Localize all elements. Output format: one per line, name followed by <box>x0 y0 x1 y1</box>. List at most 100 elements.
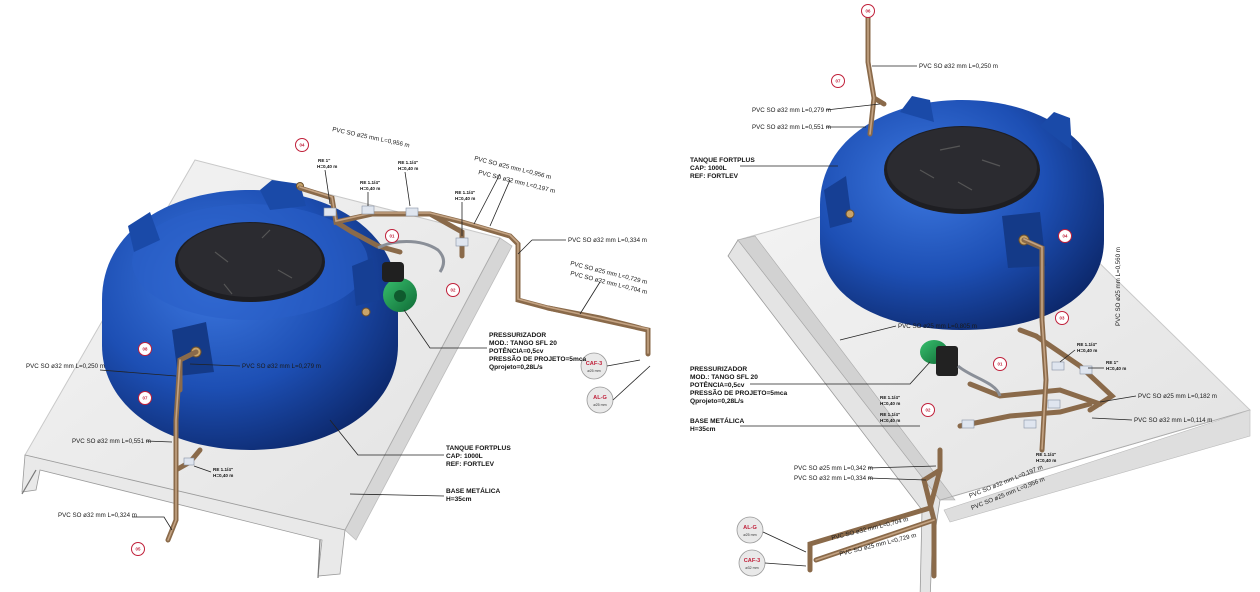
callout-caf3-right: CAF-3 ø32 mm <box>738 549 807 577</box>
svg-text:CAP: 1000L: CAP: 1000L <box>446 453 483 460</box>
svg-text:ø32 mm: ø32 mm <box>745 566 758 570</box>
svg-text:H=0,40 m: H=0,40 m <box>880 418 900 423</box>
svg-text:RE 1.1/4": RE 1.1/4" <box>398 160 418 165</box>
svg-text:H=35cm: H=35cm <box>446 496 472 503</box>
svg-text:RE 1.1/4": RE 1.1/4" <box>360 180 380 185</box>
svg-text:H=0,40 m: H=0,40 m <box>1106 366 1126 371</box>
svg-text:REF: FORTLEV: REF: FORTLEV <box>446 461 495 468</box>
marker-08: 08 <box>138 342 152 356</box>
marker-03: 03 <box>1055 311 1069 325</box>
svg-text:PVC SO ø32 mm L=0,324 m: PVC SO ø32 mm L=0,324 m <box>58 512 137 519</box>
svg-text:RE 1.1/4": RE 1.1/4" <box>1077 342 1097 347</box>
svg-text:PVC SO ø32 mm L=0,250 m: PVC SO ø32 mm L=0,250 m <box>26 363 105 370</box>
marker-05: 05 <box>131 542 145 556</box>
svg-text:H=0,40 m: H=0,40 m <box>1036 458 1056 463</box>
svg-text:PVC SO ø32 mm L=0,250 m: PVC SO ø32 mm L=0,250 m <box>919 63 998 70</box>
svg-text:04: 04 <box>1063 234 1068 239</box>
svg-text:PVC SO ø25 mm L=0,956 m: PVC SO ø25 mm L=0,956 m <box>332 126 411 149</box>
svg-text:PVC SO ø32 mm L=0,114 m: PVC SO ø32 mm L=0,114 m <box>1134 417 1212 424</box>
callout-caf3-left: CAF-3 ø25 mm <box>580 352 641 380</box>
svg-text:RE 1.1/4": RE 1.1/4" <box>455 190 475 195</box>
svg-text:RE 1.1/4": RE 1.1/4" <box>1036 452 1056 457</box>
svg-text:01: 01 <box>390 234 395 239</box>
svg-text:RE 1.1/4": RE 1.1/4" <box>213 467 233 472</box>
svg-text:H=0,40 m: H=0,40 m <box>213 473 233 478</box>
svg-text:H=0,40 m: H=0,40 m <box>880 401 900 406</box>
marker-04: 04 <box>295 138 309 152</box>
svg-text:PRESSÃO DE PROJETO=5mca: PRESSÃO DE PROJETO=5mca <box>489 354 587 363</box>
svg-text:01: 01 <box>998 362 1003 367</box>
svg-text:PVC SO ø25 mm L=0,560 m: PVC SO ø25 mm L=0,560 m <box>1115 247 1122 326</box>
svg-text:AL-G: AL-G <box>743 525 757 531</box>
svg-text:PVC SO ø25 mm L=0,182 m: PVC SO ø25 mm L=0,182 m <box>1138 393 1217 400</box>
svg-text:RE 1": RE 1" <box>318 158 330 163</box>
svg-text:07: 07 <box>836 79 841 84</box>
callout-alg-left: AL-G ø25 mm <box>586 365 651 414</box>
svg-text:ø25 mm: ø25 mm <box>743 533 756 537</box>
svg-text:02: 02 <box>451 288 456 293</box>
svg-text:04: 04 <box>300 143 305 148</box>
svg-text:08: 08 <box>143 347 148 352</box>
left-view: 04 01 02 08 07 05 CAF-3 ø25 mm AL-G ø25 … <box>21 126 651 579</box>
svg-text:REF: FORTLEV: REF: FORTLEV <box>690 173 739 180</box>
svg-text:H=0,40 m: H=0,40 m <box>317 164 337 169</box>
svg-text:05: 05 <box>136 547 141 552</box>
svg-text:RE 1.1/4": RE 1.1/4" <box>880 395 900 400</box>
right-piping <box>807 13 1117 579</box>
svg-text:Qprojeto=0,28L/s: Qprojeto=0,28L/s <box>690 398 744 405</box>
svg-text:06: 06 <box>866 9 871 14</box>
svg-text:PRESSURIZADOR: PRESSURIZADOR <box>489 332 546 339</box>
svg-text:CAP: 1000L: CAP: 1000L <box>690 165 727 172</box>
pressurizer-pump <box>382 262 417 312</box>
marker-02: 02 <box>446 283 460 297</box>
svg-text:ø25 mm: ø25 mm <box>593 403 606 407</box>
svg-text:H=0,40 m: H=0,40 m <box>360 186 380 191</box>
marker-06: 06 <box>861 4 875 18</box>
svg-text:02: 02 <box>926 408 931 413</box>
svg-text:PRESSURIZADOR: PRESSURIZADOR <box>690 366 747 373</box>
svg-text:PVC SO ø25 mm L=0,342 m: PVC SO ø25 mm L=0,342 m <box>794 465 873 472</box>
svg-text:03: 03 <box>1060 316 1065 321</box>
svg-text:BASE METÁLICA: BASE METÁLICA <box>690 416 744 425</box>
svg-text:PVC SO ø32 mm L=0,334 m: PVC SO ø32 mm L=0,334 m <box>568 237 647 244</box>
svg-text:AL-G: AL-G <box>593 395 607 401</box>
right-view: 06 07 04 03 01 02 AL-G ø25 mm CAF-3 ø32 … <box>690 4 1251 592</box>
svg-text:ø25 mm: ø25 mm <box>587 369 600 373</box>
marker-01: 01 <box>993 357 1007 371</box>
svg-text:MOD.: TANGO SFL 20: MOD.: TANGO SFL 20 <box>690 374 758 381</box>
marker-07: 07 <box>831 74 845 88</box>
svg-text:H=0,40 m: H=0,40 m <box>1077 348 1097 353</box>
svg-text:PVC SO ø32 mm L=0,551 m: PVC SO ø32 mm L=0,551 m <box>72 438 151 445</box>
left-markers: 04 01 02 08 07 05 <box>131 138 460 556</box>
marker-04: 04 <box>1058 229 1072 243</box>
svg-text:PVC SO ø25 mm L=0,805 m: PVC SO ø25 mm L=0,805 m <box>898 323 977 330</box>
pressurizer-pump-right <box>920 340 958 376</box>
svg-text:TANQUE FORTPLUS: TANQUE FORTPLUS <box>446 445 511 452</box>
svg-text:PRESSÃO DE PROJETO=5mca: PRESSÃO DE PROJETO=5mca <box>690 388 788 397</box>
marker-07: 07 <box>138 391 152 405</box>
svg-text:H=0,40 m: H=0,40 m <box>398 166 418 171</box>
right-markers: 06 07 04 03 01 02 <box>831 4 1072 417</box>
callout-alg-right: AL-G ø25 mm <box>736 516 807 553</box>
svg-text:PVC SO ø32 mm L=0,334 m: PVC SO ø32 mm L=0,334 m <box>794 475 873 482</box>
svg-text:07: 07 <box>143 396 148 401</box>
svg-text:CAF-3: CAF-3 <box>586 361 602 367</box>
svg-text:Qprojeto=0,28L/s: Qprojeto=0,28L/s <box>489 364 543 371</box>
svg-text:H=0,40 m: H=0,40 m <box>455 196 475 201</box>
svg-text:PVC SO ø32 mm L=0,551 m: PVC SO ø32 mm L=0,551 m <box>752 124 831 131</box>
marker-01: 01 <box>385 229 399 243</box>
svg-text:PVC SO ø32 mm L=0,279 m: PVC SO ø32 mm L=0,279 m <box>242 363 321 370</box>
svg-text:RE 1": RE 1" <box>1106 360 1118 365</box>
svg-text:RE 1.1/4": RE 1.1/4" <box>880 412 900 417</box>
svg-text:CAF-3: CAF-3 <box>744 558 760 564</box>
svg-text:H=35cm: H=35cm <box>690 426 716 433</box>
svg-text:MOD.: TANGO SFL 20: MOD.: TANGO SFL 20 <box>489 340 557 347</box>
water-tank-right <box>820 96 1104 330</box>
svg-text:POTÊNCIA=0,5cv: POTÊNCIA=0,5cv <box>489 346 544 355</box>
svg-text:BASE METÁLICA: BASE METÁLICA <box>446 486 500 495</box>
svg-text:TANQUE FORTPLUS: TANQUE FORTPLUS <box>690 157 755 164</box>
svg-text:PVC SO ø32 mm L=0,279 m: PVC SO ø32 mm L=0,279 m <box>752 107 831 114</box>
svg-text:POTÊNCIA=0,5cv: POTÊNCIA=0,5cv <box>690 380 745 389</box>
marker-02: 02 <box>921 403 935 417</box>
